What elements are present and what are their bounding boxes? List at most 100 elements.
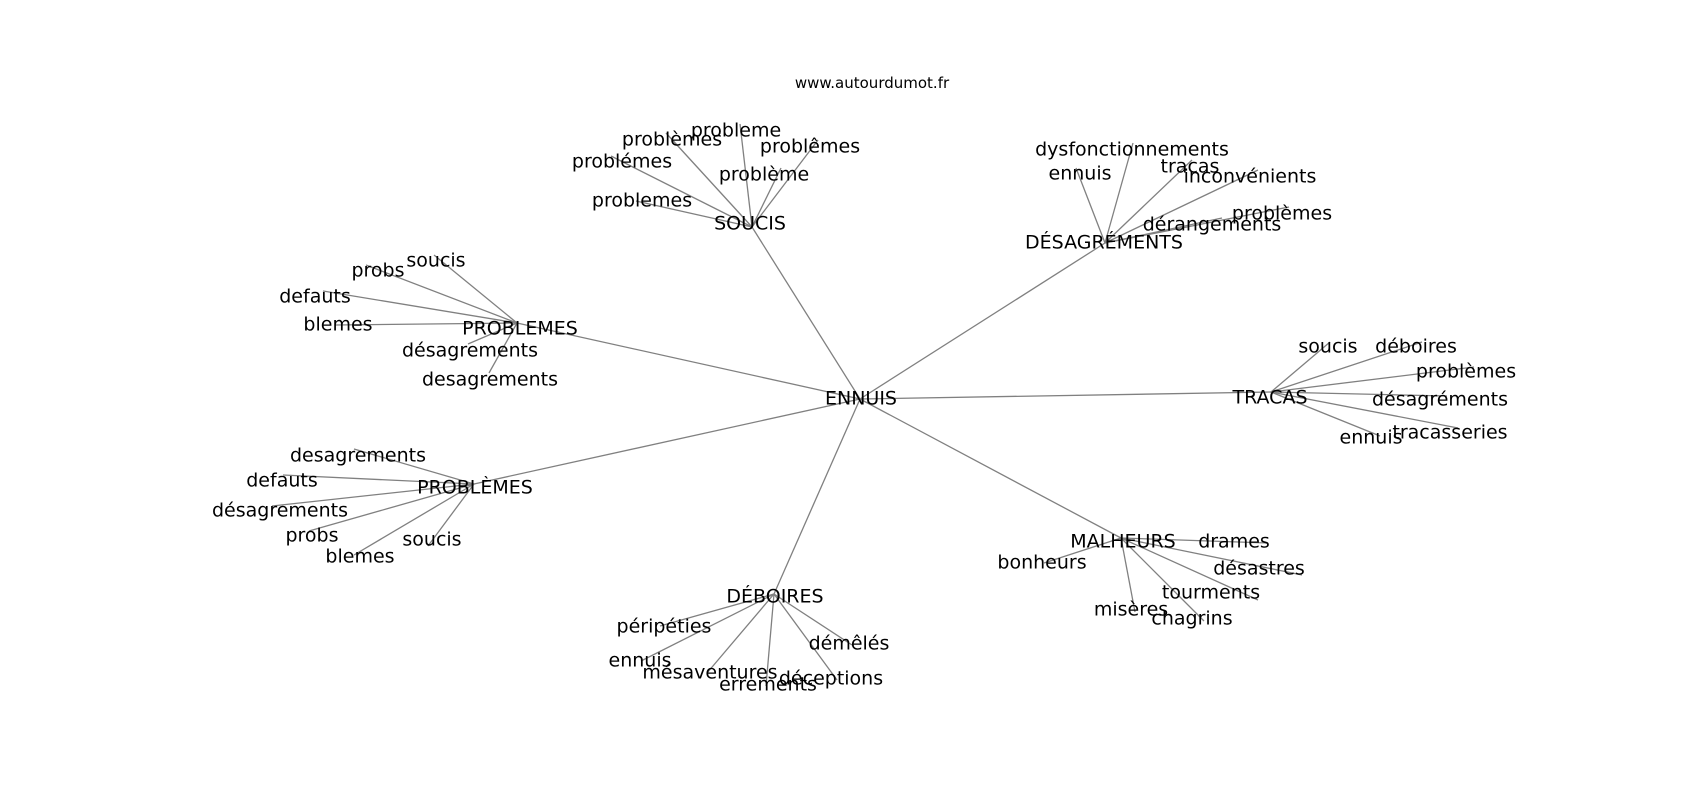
leaf-node: ennuis	[1340, 427, 1403, 449]
leaf-node: problémes	[572, 151, 672, 173]
leaf-node: péripéties	[617, 616, 712, 638]
edge-leaf-0-0	[739, 123, 753, 228]
edge-root-2	[516, 322, 861, 400]
edge-root-0	[751, 226, 861, 400]
cluster-node: SOUCIS	[714, 213, 786, 235]
leaf-node: errements	[719, 674, 817, 696]
edge-leaf-0-3	[610, 155, 753, 228]
edge-root-1	[859, 242, 1106, 400]
edge-leaf-5-0	[1120, 537, 1269, 544]
edge-leaf-3-4	[1270, 391, 1459, 429]
edge-leaf-4-3	[308, 483, 475, 532]
edge-leaf-6-5	[765, 593, 775, 687]
leaf-node: chagrins	[1151, 608, 1232, 630]
leaf-node: desagrements	[290, 445, 426, 467]
graph-labels: www.autourdumot.fr ENNUIS SOUCIS probleme…	[212, 74, 1516, 696]
leaf-node: ennuis	[609, 650, 672, 672]
leaf-node: desagrements	[422, 369, 558, 391]
edge-leaf-5-3	[1120, 537, 1259, 601]
leaf-node: soucis	[1298, 336, 1357, 358]
cluster-node: DÉSAGRÉMENTS	[1025, 231, 1183, 254]
edge-leaf-0-1	[665, 132, 753, 228]
edge-leaf-0-4	[751, 167, 782, 228]
leaf-node: mésaventures	[642, 662, 777, 684]
edge-leaf-1-1	[1075, 167, 1106, 244]
cluster-node: PROBLÈMES	[417, 476, 533, 499]
leaf-node: misères	[1094, 599, 1168, 621]
edge-leaf-3-3	[1270, 391, 1448, 397]
edge-leaf-4-4	[353, 483, 475, 556]
leaf-node: defauts	[279, 286, 350, 308]
edge-root-6	[773, 398, 861, 595]
leaf-node: désagrements	[212, 500, 348, 522]
edge-leaf-4-2	[271, 483, 475, 507]
leaf-node: démêlés	[809, 633, 890, 655]
cluster-node: DÉBOIRES	[726, 585, 823, 608]
leaf-node: dysfonctionnements	[1035, 139, 1229, 161]
edge-leaf-1-3	[1104, 169, 1259, 244]
leaf-node: ennuis	[1049, 163, 1112, 185]
edge-leaf-1-0	[1104, 142, 1134, 244]
edge-leaf-2-3	[334, 322, 518, 326]
leaf-node: probs	[351, 260, 404, 282]
leaf-node: tourments	[1162, 582, 1260, 604]
leaf-node: problèmes	[1232, 203, 1332, 225]
leaf-node: désagrements	[402, 340, 538, 362]
cluster-node: PROBLEMES	[462, 318, 578, 340]
edge-leaf-2-5	[488, 322, 518, 374]
leaf-node: blemes	[325, 546, 394, 568]
leaf-node: problemes	[592, 190, 692, 212]
edge-leaf-0-5	[635, 200, 753, 228]
leaf-node: problêmes	[760, 136, 860, 158]
edge-leaf-1-2	[1104, 159, 1193, 244]
leaf-node: dérangements	[1143, 214, 1282, 236]
leaf-node: désastres	[1213, 558, 1305, 580]
leaf-node: drames	[1198, 531, 1270, 553]
edge-leaf-4-5	[427, 483, 475, 547]
leaf-node: tracasseries	[1392, 422, 1507, 444]
edge-leaf-6-2	[640, 593, 775, 662]
root-node: ENNUIS	[825, 388, 897, 410]
leaf-node: bonheurs	[997, 552, 1086, 574]
leaf-node: problèmes	[622, 129, 722, 151]
leaf-node: déceptions	[779, 668, 883, 690]
site-label: www.autourdumot.fr	[795, 74, 950, 92]
edge-leaf-5-5	[1120, 537, 1205, 622]
leaf-node: inconvénients	[1184, 166, 1317, 188]
leaf-node: tracas	[1161, 156, 1220, 178]
leaf-node: problème	[719, 164, 809, 186]
leaf-node: soucis	[402, 529, 461, 551]
leaf-node: probs	[285, 525, 338, 547]
edge-leaf-5-4	[1120, 537, 1136, 613]
edge-leaf-5-1	[1043, 537, 1122, 564]
leaf-node: blemes	[303, 314, 372, 336]
edge-leaf-3-0	[1270, 341, 1331, 393]
edge-root-5	[859, 398, 1122, 539]
edge-leaf-3-2	[1270, 366, 1475, 393]
edge-leaf-6-1	[773, 593, 853, 646]
edge-leaf-3-5	[1270, 391, 1381, 437]
edge-leaf-1-5	[1104, 217, 1223, 244]
leaf-node: désagréments	[1372, 389, 1508, 411]
edge-leaf-0-2	[751, 139, 819, 228]
edge-root-3	[859, 391, 1272, 400]
edge-leaf-4-0	[353, 448, 475, 485]
graph-edges	[271, 123, 1475, 687]
leaf-node: problèmes	[1416, 361, 1516, 383]
edge-leaf-2-4	[467, 322, 518, 345]
edge-root-4	[473, 398, 861, 485]
cluster-node: MALHEURS	[1070, 531, 1175, 553]
edge-leaf-3-1	[1270, 341, 1423, 393]
edge-leaf-2-2	[322, 290, 518, 324]
leaf-node: probleme	[691, 120, 781, 142]
edge-leaf-2-1	[365, 264, 518, 324]
leaf-node: déboires	[1375, 336, 1457, 358]
edge-leaf-5-2	[1120, 537, 1303, 576]
leaf-node: soucis	[406, 250, 465, 272]
edge-leaf-6-3	[706, 593, 775, 674]
edge-leaf-6-4	[773, 593, 838, 681]
edge-leaf-4-1	[282, 474, 475, 485]
cluster-node: TRACAS	[1231, 387, 1307, 409]
leaf-node: defauts	[246, 470, 317, 492]
